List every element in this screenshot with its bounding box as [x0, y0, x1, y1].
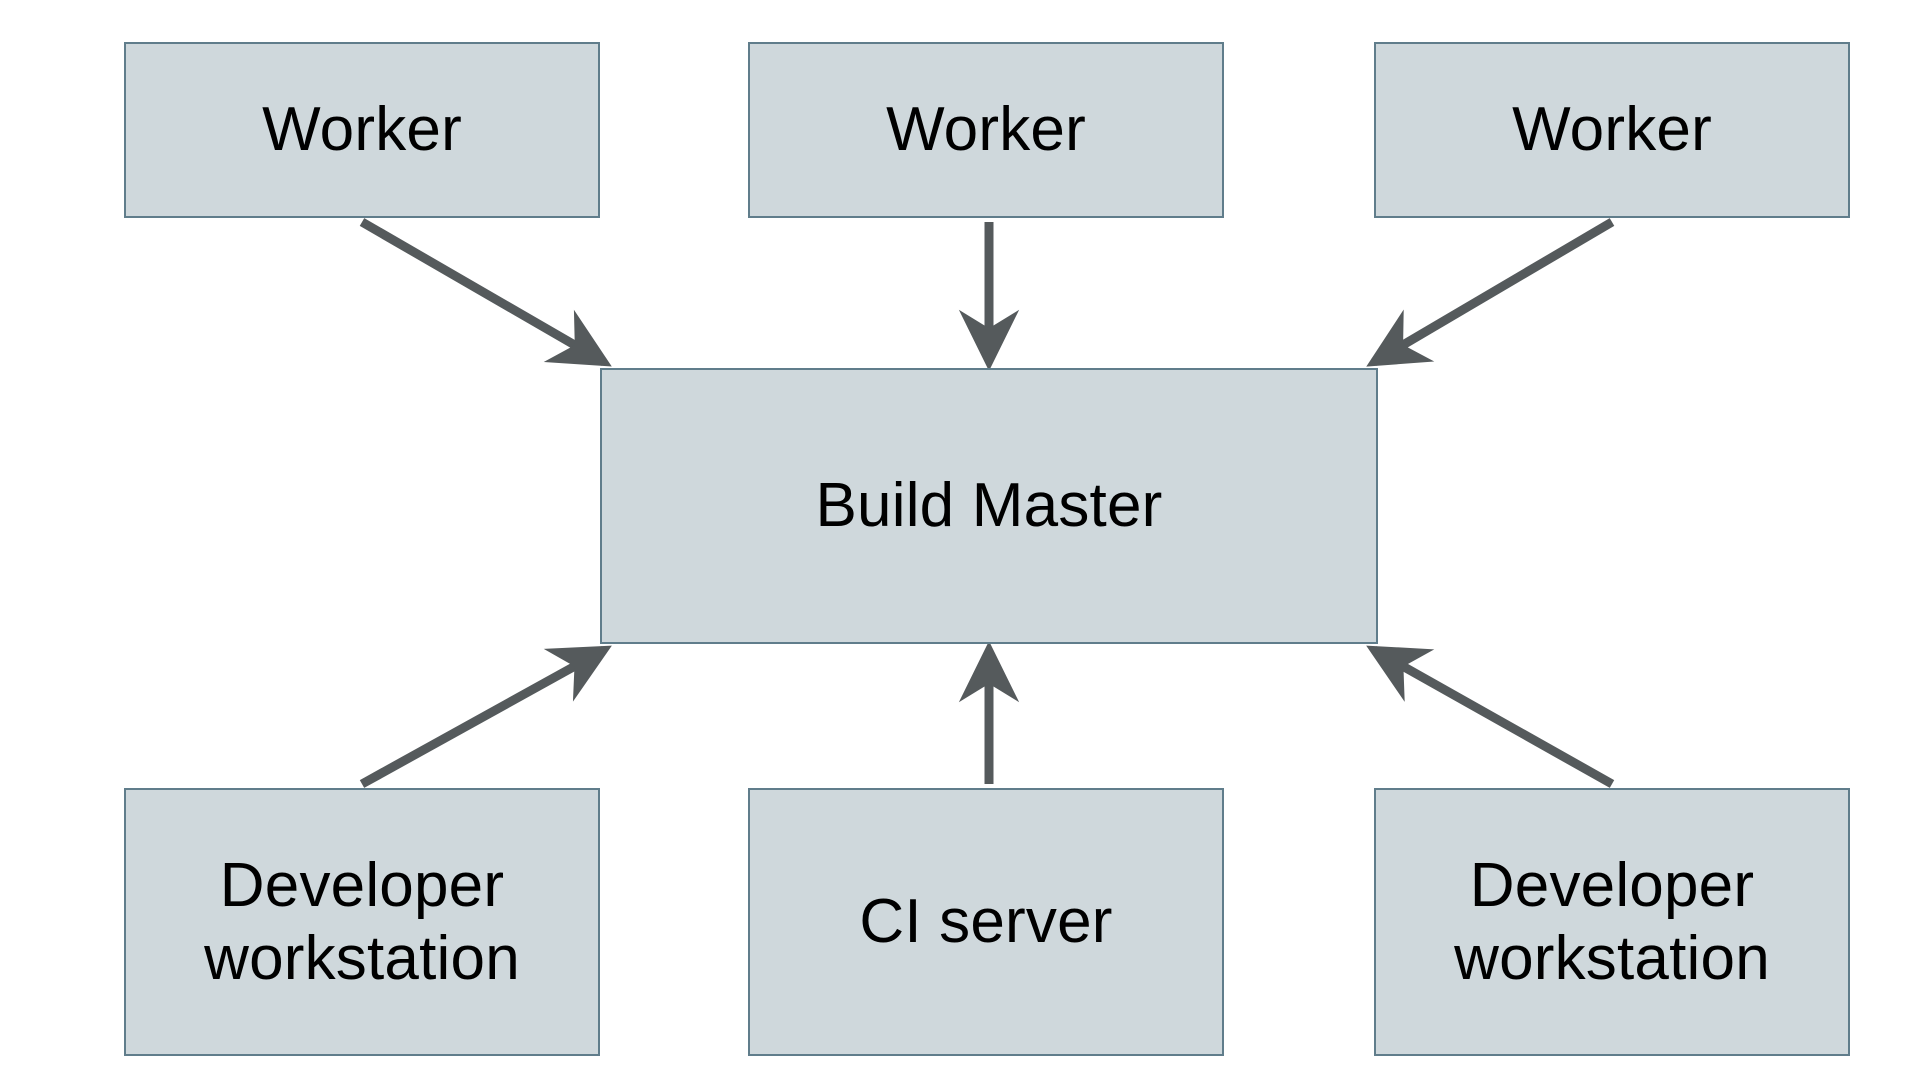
node-ci-server[interactable]: CI server [748, 788, 1224, 1056]
edge-worker-1-to-build-master [359, 218, 612, 367]
node-label: Worker [1512, 95, 1712, 165]
edge-dev-workstation-1-to-build-master [359, 645, 612, 788]
edge-worker-3-to-build-master [1366, 218, 1615, 367]
node-build-master[interactable]: Build Master [600, 368, 1378, 644]
node-label: Developer workstation [1454, 850, 1770, 993]
node-label: Worker [886, 95, 1086, 165]
node-label: Worker [262, 95, 462, 165]
node-worker-3[interactable]: Worker [1374, 42, 1850, 218]
node-label: CI server [859, 887, 1113, 957]
node-worker-2[interactable]: Worker [748, 42, 1224, 218]
edge-dev-workstation-2-to-build-master [1366, 645, 1615, 788]
node-label: Build Master [815, 471, 1163, 541]
node-label: Developer workstation [204, 850, 520, 993]
node-developer-workstation-right[interactable]: Developer workstation [1374, 788, 1850, 1056]
node-worker-1[interactable]: Worker [124, 42, 600, 218]
node-developer-workstation-left[interactable]: Developer workstation [124, 788, 600, 1056]
